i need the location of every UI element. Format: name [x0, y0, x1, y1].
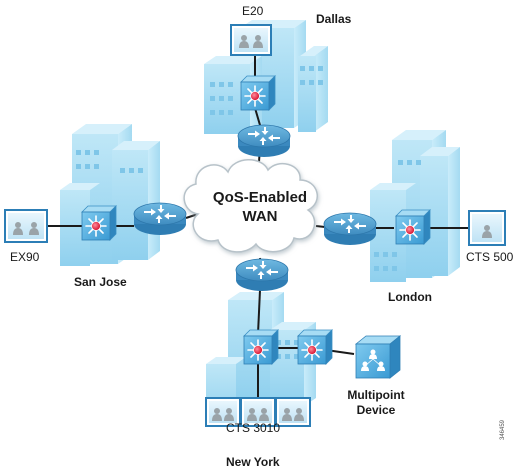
- router-icon: [133, 202, 187, 236]
- switch-icon: [240, 75, 276, 111]
- switch-icon: [243, 329, 279, 365]
- endpoint-label-cts3010: CTS 3010: [226, 421, 281, 435]
- wan-label-line1: QoS-Enabled: [212, 189, 308, 206]
- multipoint-device-label: Multipoint Device: [334, 388, 418, 418]
- site-label-london: London: [388, 290, 432, 304]
- telepresence-endpoint-icon: [468, 210, 506, 246]
- endpoint-label-ex90: EX90: [10, 250, 40, 264]
- switch-icon: [81, 205, 117, 241]
- telepresence-endpoint-icon: [205, 397, 311, 427]
- building-icon: [370, 130, 460, 282]
- site-label-new-york: New York: [226, 455, 280, 469]
- multipoint-device-icon: [354, 335, 402, 379]
- telepresence-endpoint-icon: [230, 24, 272, 56]
- multipoint-label-line2: Device: [356, 403, 396, 417]
- wan-label: QoS-Enabled WAN: [208, 188, 312, 226]
- telepresence-endpoint-icon: [4, 209, 48, 243]
- router-icon: [323, 212, 377, 246]
- switch-icon: [395, 209, 431, 245]
- endpoint-label-e20: E20: [242, 4, 264, 18]
- site-label-san-jose: San Jose: [74, 275, 127, 289]
- endpoint-label-cts500: CTS 500: [466, 250, 514, 264]
- wan-label-line2: WAN: [242, 208, 278, 225]
- site-label-dallas: Dallas: [316, 12, 352, 26]
- switch-icon: [297, 329, 333, 365]
- router-icon: [237, 124, 291, 158]
- building-icon: [60, 124, 160, 266]
- router-icon: [235, 258, 289, 292]
- multipoint-label-line1: Multipoint: [347, 388, 405, 402]
- figure-id: 346459: [500, 419, 506, 440]
- cloud-icon: [183, 159, 318, 253]
